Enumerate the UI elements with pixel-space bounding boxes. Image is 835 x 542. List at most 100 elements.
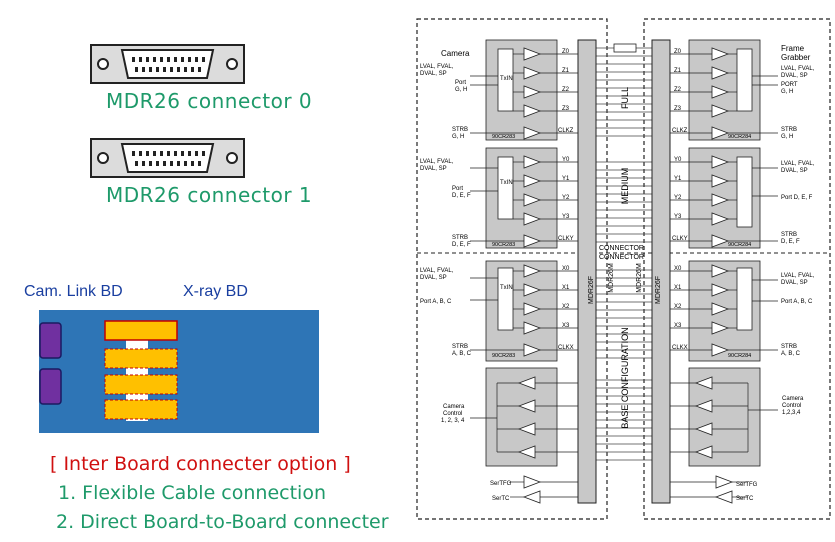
z-left-lbl-0a: LVAL, FVAL, bbox=[420, 64, 454, 70]
cam-ctrl-left-2: 1, 2, 3, 4 bbox=[441, 418, 465, 424]
pin-z2-r: Z2 bbox=[674, 87, 682, 93]
pin-x3: X3 bbox=[562, 323, 570, 329]
pin-y3-r: Y3 bbox=[674, 214, 682, 220]
pin-x1: X1 bbox=[562, 285, 570, 291]
mdr-label-1: MDR26F bbox=[588, 276, 595, 304]
y-left-lbl-0b: DVAL, SP bbox=[420, 166, 447, 172]
section-x: TxIN X0 X1 X2 X3 CLKX 90CR283 LVAL, FVAL… bbox=[420, 260, 815, 362]
cam-ctrl-right-1: Control bbox=[782, 403, 801, 409]
pin-z0-r: Z0 bbox=[674, 49, 682, 55]
sertfg-left: SerTFG bbox=[490, 481, 512, 487]
mdr-label-2: MDR26M bbox=[608, 263, 615, 293]
pin-x0: X0 bbox=[562, 266, 570, 272]
y-left-lbl-1b: D, E, F bbox=[452, 193, 471, 199]
connector-label-1: CONNECTOR bbox=[599, 245, 644, 252]
connector-label-2: CONNECTOR bbox=[599, 254, 644, 261]
pin-y0: Y0 bbox=[562, 157, 570, 163]
purple-connector-2 bbox=[39, 368, 62, 405]
pin-y2-r: Y2 bbox=[674, 195, 682, 201]
xray-board-label: X-ray BD bbox=[183, 283, 248, 300]
chip-y-left: 90CR283 bbox=[492, 242, 515, 248]
camera-title: Camera bbox=[441, 49, 470, 58]
sertc-left: SerTC bbox=[492, 496, 510, 502]
mdr26-connector-0-illustration bbox=[90, 44, 245, 84]
chip-x-left: 90CR283 bbox=[492, 353, 515, 359]
grabber-side-outline bbox=[643, 18, 831, 520]
cam-ctrl-right-2: 1,2,3,4 bbox=[782, 410, 801, 416]
pin-z1: Z1 bbox=[562, 68, 570, 74]
pin-z1-r: Z1 bbox=[674, 68, 682, 74]
x-left-lbl-2a: STRB bbox=[452, 344, 468, 350]
mdr26f-grabber-bar bbox=[651, 39, 671, 504]
txin-z: TxIN bbox=[500, 76, 513, 82]
z-right-lbl-0a: LVAL, FVAL, bbox=[781, 66, 815, 72]
option-item-1: 1. Flexible Cable connection bbox=[58, 482, 326, 504]
purple-connector-1 bbox=[39, 322, 62, 359]
z-right-lbl-2a: STRB bbox=[781, 127, 797, 133]
cam-link-board-label: Cam. Link BD bbox=[24, 283, 123, 300]
board-to-board-illustration bbox=[39, 310, 319, 433]
pin-clky: CLKY bbox=[558, 236, 574, 242]
z-left-lbl-1a: Port bbox=[455, 80, 466, 86]
txin-y: TxIN bbox=[500, 180, 513, 186]
camera-link-diagram: FULL MEDIUM BASE CONFIGURATION CONNECTOR… bbox=[416, 18, 831, 520]
x-right-lbl-2b: A, B, C bbox=[781, 351, 801, 357]
yellow-connector-2 bbox=[104, 348, 178, 369]
z-left-lbl-2a: STRB bbox=[452, 127, 468, 133]
pin-z0: Z0 bbox=[562, 49, 570, 55]
pin-x2-r: X2 bbox=[674, 304, 682, 310]
z-right-lbl-0b: DVAL, SP bbox=[781, 73, 808, 79]
x-left-lbl-1: Port A, B, C bbox=[420, 299, 452, 305]
y-right-lbl-2b: D, E, F bbox=[781, 239, 800, 245]
connector-0-label: MDR26 connector 0 bbox=[106, 89, 313, 113]
grabber-title-2: Grabber bbox=[781, 53, 811, 62]
bus-label-medium: MEDIUM bbox=[620, 168, 630, 205]
x-right-lbl-2a: STRB bbox=[781, 344, 797, 350]
z-right-lbl-1b: G, H bbox=[781, 89, 793, 95]
connector-1-label: MDR26 connector 1 bbox=[106, 183, 313, 207]
bus-label-base: BASE CONFIGURATION bbox=[620, 327, 630, 428]
option-title: [ Inter Board connecter option ] bbox=[50, 453, 351, 475]
pin-x1-r: X1 bbox=[674, 285, 682, 291]
z-left-lbl-1b: G, H bbox=[455, 87, 467, 93]
x-left-lbl-0a: LVAL, FVAL, bbox=[420, 268, 454, 274]
pin-y2: Y2 bbox=[562, 195, 570, 201]
z-right-lbl-2b: G, H bbox=[781, 134, 793, 140]
pin-x2: X2 bbox=[562, 304, 570, 310]
x-right-lbl-0b: DVAL, SP bbox=[781, 280, 808, 286]
y-left-lbl-0a: LVAL, FVAL, bbox=[420, 159, 454, 165]
pin-clkz-r: CLKZ bbox=[672, 128, 688, 134]
yellow-connector-1 bbox=[104, 320, 178, 341]
y-left-lbl-1a: Port bbox=[452, 186, 463, 192]
option-item-2: 2. Direct Board-to-Board connecter bbox=[56, 511, 389, 533]
pin-x0-r: X0 bbox=[674, 266, 682, 272]
y-right-lbl-0a: LVAL, FVAL, bbox=[781, 161, 815, 167]
pin-y1: Y1 bbox=[562, 176, 570, 182]
pin-clkx-r: CLKX bbox=[672, 345, 688, 351]
camera-side-outline bbox=[416, 18, 608, 520]
pin-y3: Y3 bbox=[562, 214, 570, 220]
y-right-lbl-2a: STRB bbox=[781, 232, 797, 238]
mdr26-connector-1-illustration bbox=[90, 138, 245, 178]
bus-label-full: FULL bbox=[620, 87, 630, 109]
cam-ctrl-right-0: Camera bbox=[782, 396, 804, 402]
pin-y1-r: Y1 bbox=[674, 176, 682, 182]
pin-clkz: CLKZ bbox=[558, 128, 574, 134]
z-left-lbl-0b: DVAL, SP bbox=[420, 71, 447, 77]
cam-ctrl-left-0: Camera bbox=[443, 404, 465, 410]
y-left-lbl-2b: D, E, F bbox=[452, 242, 471, 248]
section-y: TxIN Y0 Y1 Y2 Y3 CLKY 90CR283 LVAL, FVAL… bbox=[420, 147, 815, 249]
chip-y-right: 90CR284 bbox=[728, 242, 751, 248]
yellow-connector-3 bbox=[104, 374, 178, 395]
pin-z2: Z2 bbox=[562, 87, 570, 93]
chip-z-left: 90CR283 bbox=[492, 134, 515, 140]
section-z: TxIN Z0 Z1 Z2 Z3 CLKZ 90CR283 LVAL, FVAL… bbox=[420, 39, 815, 141]
txin-x: TxIN bbox=[500, 285, 513, 291]
pin-y0-r: Y0 bbox=[674, 157, 682, 163]
pin-x3-r: X3 bbox=[674, 323, 682, 329]
pin-z3-r: Z3 bbox=[674, 106, 682, 112]
y-right-lbl-0b: DVAL, SP bbox=[781, 168, 808, 174]
serial-lines: SerTFG SerTC SerTFG SerTC bbox=[490, 475, 758, 504]
z-right-lbl-1a: PORT bbox=[781, 82, 798, 88]
x-right-lbl-0a: LVAL, FVAL, bbox=[781, 273, 815, 279]
